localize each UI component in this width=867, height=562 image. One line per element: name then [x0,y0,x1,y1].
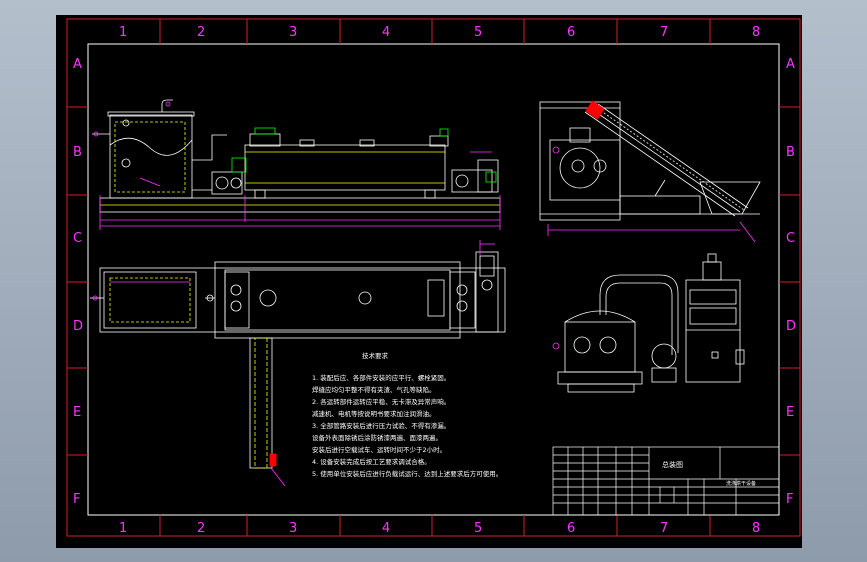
zone-row-label: B [786,145,795,160]
note-line: 1. 装配后应、各部件安装的应平行、螺栓紧固。 [312,373,450,382]
zone-col-label: 8 [752,521,760,536]
zone-row-label: F [73,492,80,507]
zone-col-label: 6 [567,521,575,536]
title-block-title: 总装图 [662,460,683,469]
inner-border [87,43,780,516]
zone-row-label: C [73,231,82,246]
zone-row-label: E [73,405,81,420]
note-line: 4. 设备安装完成后按工艺要求调试合格。 [312,457,431,466]
technical-notes: 技术要求 1. 装配后应、各部件安装的应平行、螺栓紧固。 焊缝应均匀平整不得有夹… [312,351,502,478]
zone-col-label: 3 [289,25,297,40]
note-line: 安装后进行空载试车、运转时间不少于2小时。 [312,445,446,454]
zone-col-label: 7 [660,521,668,536]
note-line: 3. 全部管路安装后进行压力试验、不得有渗漏。 [312,421,450,430]
zone-col-label: 8 [752,25,760,40]
zone-dividers [67,19,800,536]
zone-col-label: 2 [197,25,205,40]
zone-col-label: 1 [119,25,127,40]
zone-labels-bottom: 1 2 3 4 5 6 7 8 [119,521,760,536]
note-line: 焊缝应均匀平整不得有夹渣、气孔等缺陷。 [312,385,436,394]
zone-row-label: E [786,405,794,420]
dryer-side-view [552,253,745,393]
zone-row-label: D [786,319,796,334]
zone-col-label: 7 [660,25,668,40]
drawing-paper [56,15,802,548]
note-line: 设备外表面除锈后涂防锈漆两遍、面漆两遍。 [312,433,442,442]
notes-title: 技术要求 [362,351,389,360]
note-line: 减速机、电机等按说明书要求加注润滑油。 [312,409,436,418]
zone-row-label: A [786,57,795,72]
zone-col-label: 5 [474,25,482,40]
zone-col-label: 5 [474,521,482,536]
conveyor-side-view [539,100,761,243]
note-line: 5. 使用单位安装后应进行负载试运行、达到上述要求后方可使用。 [312,469,502,478]
outer-border [66,18,801,537]
zone-labels-left: A B C D E F [73,57,83,507]
note-line: 2. 各运转部件运转应平稳、无卡滞及异常声响。 [312,397,450,406]
zone-labels-right: A B C D E F [786,57,796,507]
zone-row-label: F [786,492,793,507]
zone-col-label: 6 [567,25,575,40]
zone-labels-top: 1 2 3 4 5 6 7 8 [119,25,760,40]
zone-row-label: B [73,145,82,160]
zone-row-label: A [73,57,82,72]
title-block-drawing-name: 洗涤烘干设备 [726,480,756,487]
zone-row-label: C [786,231,795,246]
plan-view [90,240,506,487]
front-elevation-view [92,99,501,230]
title-block [552,446,780,516]
zone-col-label: 4 [382,25,390,40]
zone-col-label: 1 [119,521,127,536]
zone-col-label: 4 [382,521,390,536]
zone-col-label: 3 [289,521,297,536]
zone-row-label: D [73,319,83,334]
zone-col-label: 2 [197,521,205,536]
